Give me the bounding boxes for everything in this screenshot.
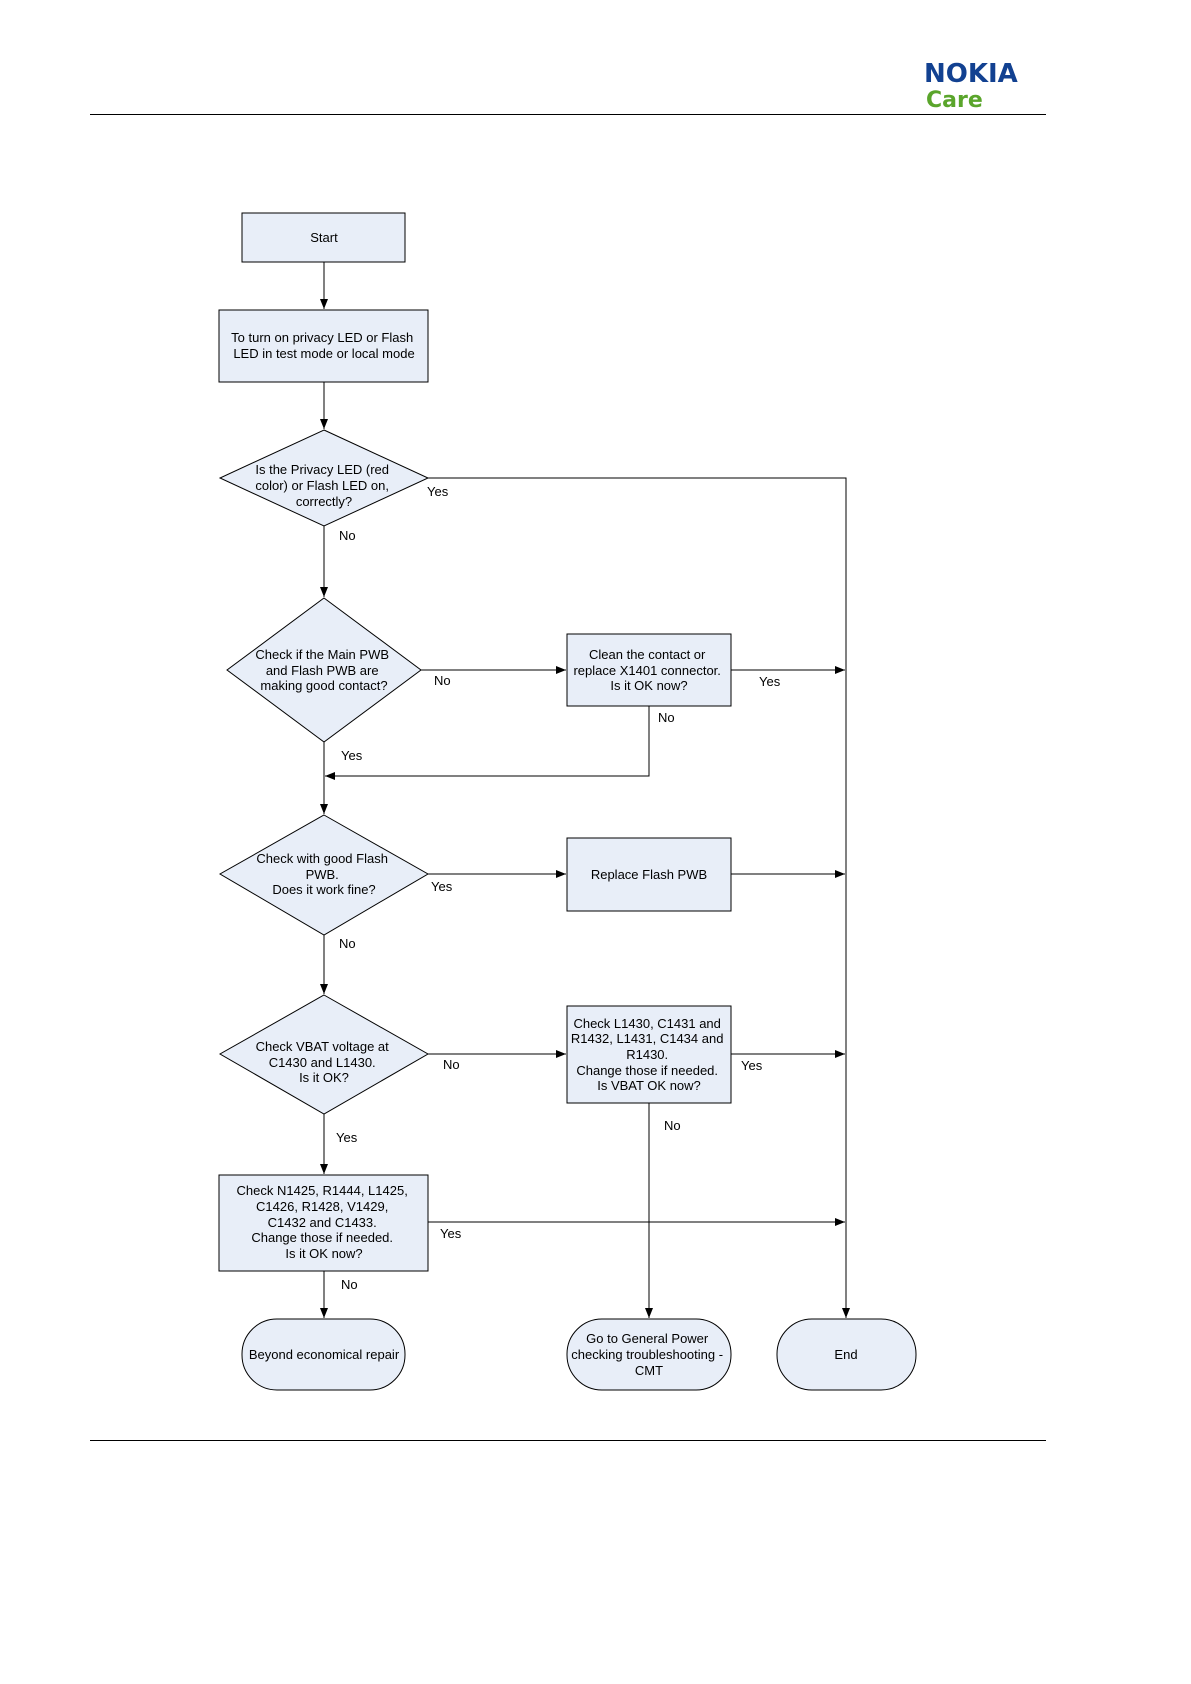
terminal-general-power-text: Go to General Power checking troubleshoo… (571, 1331, 726, 1378)
terminal-end: End (776, 1318, 917, 1391)
label-contact-no: No (434, 673, 451, 688)
label-check-l1430-no: No (664, 1118, 681, 1133)
check-l1430-box (566, 1005, 732, 1104)
label-contact-yes: Yes (341, 748, 363, 763)
end-terminal (776, 1318, 917, 1391)
label-led-no: No (339, 528, 356, 543)
beyond-repair-terminal (241, 1318, 406, 1391)
decision-vbat-diamond (218, 994, 430, 1115)
node-clean-contact: Clean the contact or replace X1401 conne… (566, 633, 732, 707)
node-turn-on-led-text: To turn on privacy LED or Flash LED in t… (231, 330, 417, 361)
nokia-care-logo: NOKIA Care (924, 60, 1048, 116)
label-check-n1425-no: No (341, 1277, 358, 1292)
label-led-yes: Yes (427, 484, 449, 499)
clean-contact-box (566, 633, 732, 707)
check-n1425-box (218, 1174, 429, 1272)
node-check-l1430-text: Check L1430, C1431 and R1432, L1431, C14… (571, 1016, 727, 1093)
edge-led-yes-to-end (428, 477, 850, 1318)
label-clean-yes: Yes (759, 674, 781, 689)
label-check-l1430-yes: Yes (741, 1058, 763, 1073)
header-divider (90, 114, 1046, 115)
decision-good-flash-diamond (218, 814, 430, 936)
terminal-beyond-repair-text: Beyond economical repair (249, 1347, 400, 1362)
decision-pwb-contact-diamond (226, 597, 422, 743)
general-power-terminal (566, 1318, 732, 1391)
label-clean-no: No (658, 710, 675, 725)
decision-vbat: Check VBAT voltage at C1430 and L1430. I… (218, 994, 430, 1115)
node-start: Start (241, 212, 406, 263)
edge-labels: Yes No No Yes No Yes Yes No No Yes No Ye… (336, 484, 781, 1292)
connectors (320, 262, 850, 1318)
turn-on-led-box (218, 309, 429, 383)
label-flash-no: No (339, 936, 356, 951)
decision-led-on-text: Is the Privacy LED (red color) or Flash … (255, 462, 392, 509)
decision-led-on-diamond (218, 429, 430, 527)
label-vbat-yes: Yes (336, 1130, 358, 1145)
troubleshooting-flowchart: Start To turn on privacy LED or Flash LE… (218, 212, 917, 1391)
node-check-n1425-text: Check N1425, R1444, L1425, C1426, R1428,… (237, 1183, 412, 1261)
footer-divider (90, 1440, 1046, 1441)
decision-pwb-contact: Check if the Main PWB and Flash PWB are … (226, 597, 422, 743)
decision-good-flash: Check with good Flash PWB. Does it work … (218, 814, 430, 936)
edge-clean-no-back (325, 706, 650, 780)
terminal-beyond-repair: Beyond economical repair (241, 1318, 406, 1391)
node-replace-flash-text: Replace Flash PWB (591, 867, 707, 882)
decision-good-flash-text: Check with good Flash PWB. Does it work … (256, 851, 391, 897)
node-turn-on-led: To turn on privacy LED or Flash LED in t… (218, 309, 429, 383)
replace-flash-box (566, 837, 732, 912)
start-box (241, 212, 406, 263)
terminal-general-power: Go to General Power checking troubleshoo… (566, 1318, 732, 1391)
label-check-n1425-yes: Yes (440, 1226, 462, 1241)
decision-vbat-text: Check VBAT voltage at C1430 and L1430. I… (256, 1039, 393, 1085)
node-replace-flash: Replace Flash PWB (566, 837, 732, 912)
node-start-text: Start (310, 230, 338, 245)
decision-pwb-contact-text: Check if the Main PWB and Flash PWB are … (255, 647, 392, 693)
terminal-end-text: End (834, 1347, 857, 1362)
node-clean-contact-text: Clean the contact or replace X1401 conne… (573, 647, 724, 693)
node-check-l1430: Check L1430, C1431 and R1432, L1431, C14… (566, 1005, 732, 1104)
decision-led-on: Is the Privacy LED (red color) or Flash … (218, 429, 430, 527)
label-vbat-no: No (443, 1057, 460, 1072)
logo-subbrand-text: Care (926, 88, 983, 113)
node-check-n1425: Check N1425, R1444, L1425, C1426, R1428,… (218, 1174, 429, 1272)
label-flash-yes: Yes (431, 879, 453, 894)
logo-brand-text: NOKIA (924, 59, 1018, 89)
